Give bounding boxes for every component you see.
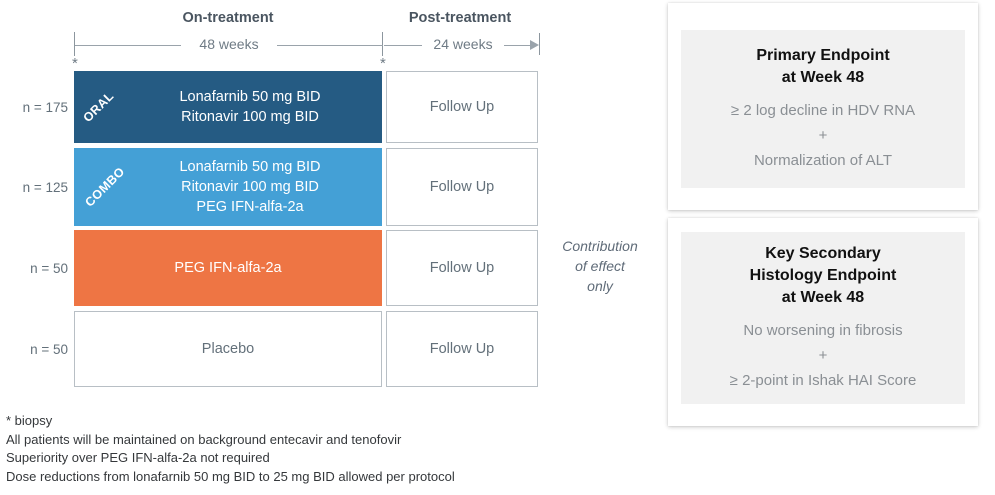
contribution-of-effect-note: Contribution of effect only bbox=[548, 236, 652, 296]
contribution-note-line: Contribution bbox=[562, 238, 638, 254]
arm-box-placebo[interactable]: Placebo bbox=[74, 311, 382, 387]
arm-n-label-oral: n = 175 bbox=[22, 100, 68, 115]
biopsy-marker-week-48: * bbox=[380, 55, 386, 72]
timeline-axis-segment bbox=[277, 45, 383, 46]
arm-drug-line: Placebo bbox=[201, 341, 255, 357]
timeline-arrow-icon bbox=[530, 40, 539, 50]
followup-box-oral[interactable]: Follow Up bbox=[386, 71, 538, 143]
arm-n-label-combo: n = 125 bbox=[22, 180, 68, 195]
endpoint-detail-line: No worsening in fibrosis bbox=[743, 322, 903, 339]
footnote-line: All patients will be maintained on backg… bbox=[6, 431, 402, 447]
endpoint-detail-line: + bbox=[818, 127, 828, 144]
endpoint-title-line: Histology Endpoint bbox=[749, 267, 897, 284]
timeline-tick-start bbox=[74, 32, 75, 56]
followup-box-placebo[interactable]: Follow Up bbox=[386, 311, 538, 387]
arm-drug-line: PEG IFN-alfa-2a bbox=[174, 260, 282, 276]
duration-label-on-treatment: 48 weeks bbox=[199, 36, 259, 52]
secondary-endpoint-inner: Key Secondary Histology Endpoint at Week… bbox=[681, 232, 965, 404]
arm-drug-line: Lonafarnib 50 mg BID bbox=[179, 159, 321, 175]
phase-label-post-treatment: Post-treatment bbox=[408, 10, 512, 26]
arm-tag-oral: ORAL bbox=[80, 88, 117, 126]
arm-box-peg-ifn[interactable]: PEG IFN-alfa-2a bbox=[74, 230, 382, 306]
footnote-line: Superiority over PEG IFN-alfa-2a not req… bbox=[6, 450, 270, 465]
primary-endpoint-title: Primary Endpoint at Week 48 bbox=[756, 45, 889, 89]
primary-endpoint-inner: Primary Endpoint at Week 48 ≥ 2 log decl… bbox=[681, 30, 965, 188]
followup-box-combo[interactable]: Follow Up bbox=[386, 148, 538, 226]
arm-drug-line: Ritonavir 100 mg BID bbox=[181, 109, 319, 125]
arm-drug-line: Ritonavir 100 mg BID bbox=[181, 179, 319, 195]
endpoint-title-line: Key Secondary bbox=[765, 245, 881, 262]
timeline-axis-segment bbox=[384, 45, 422, 46]
biopsy-marker-baseline: * bbox=[72, 55, 78, 72]
endpoint-title-line: at Week 48 bbox=[781, 69, 865, 86]
footnote-line: * biopsy bbox=[6, 413, 53, 428]
endpoint-detail-line: Normalization of ALT bbox=[753, 152, 893, 169]
contribution-note-line: of effect bbox=[575, 258, 625, 274]
secondary-endpoint-title: Key Secondary Histology Endpoint at Week… bbox=[750, 243, 897, 309]
phase-label-on-treatment: On-treatment bbox=[182, 10, 274, 26]
primary-endpoint-card: Primary Endpoint at Week 48 ≥ 2 log decl… bbox=[668, 3, 978, 210]
timeline-tick-end bbox=[539, 33, 540, 55]
footnote-line: Dose reductions from lonafarnib 50 mg BI… bbox=[6, 468, 455, 484]
arm-box-combo[interactable]: COMBO Lonafarnib 50 mg BID Ritonavir 100… bbox=[74, 148, 382, 226]
primary-endpoint-criteria: ≥ 2 log decline in HDV RNA + Normalizati… bbox=[731, 98, 915, 173]
duration-label-post-treatment: 24 weeks bbox=[433, 36, 493, 52]
endpoint-detail-line: + bbox=[818, 347, 828, 364]
arm-tag-combo: COMBO bbox=[82, 164, 128, 210]
endpoint-title-line: at Week 48 bbox=[781, 289, 865, 306]
arm-n-label-placebo: n = 50 bbox=[30, 342, 68, 357]
timeline-axis-segment bbox=[75, 45, 181, 46]
secondary-endpoint-criteria: No worsening in fibrosis + ≥ 2-point in … bbox=[730, 318, 917, 393]
timeline-header: On-treatment Post-treatment 48 weeks 24 … bbox=[0, 0, 560, 71]
arm-n-label-peg-ifn: n = 50 bbox=[30, 261, 68, 276]
arm-drug-line: Lonafarnib 50 mg BID bbox=[179, 89, 321, 105]
footnotes-block: * biopsy All patients will be maintained… bbox=[6, 412, 646, 486]
arm-box-oral[interactable]: ORAL Lonafarnib 50 mg BID Ritonavir 100 … bbox=[74, 71, 382, 143]
secondary-endpoint-card: Key Secondary Histology Endpoint at Week… bbox=[668, 218, 978, 426]
timeline-tick-week-48 bbox=[382, 32, 383, 56]
endpoint-detail-line: ≥ 2-point in Ishak HAI Score bbox=[729, 372, 917, 389]
followup-box-peg-ifn[interactable]: Follow Up bbox=[386, 230, 538, 306]
arm-drug-line: PEG IFN-alfa-2a bbox=[196, 199, 304, 215]
contribution-note-line: only bbox=[587, 278, 613, 294]
endpoint-detail-line: ≥ 2 log decline in HDV RNA bbox=[730, 102, 916, 119]
timeline-axis-segment bbox=[504, 45, 534, 46]
endpoint-title-line: Primary Endpoint bbox=[756, 47, 890, 64]
